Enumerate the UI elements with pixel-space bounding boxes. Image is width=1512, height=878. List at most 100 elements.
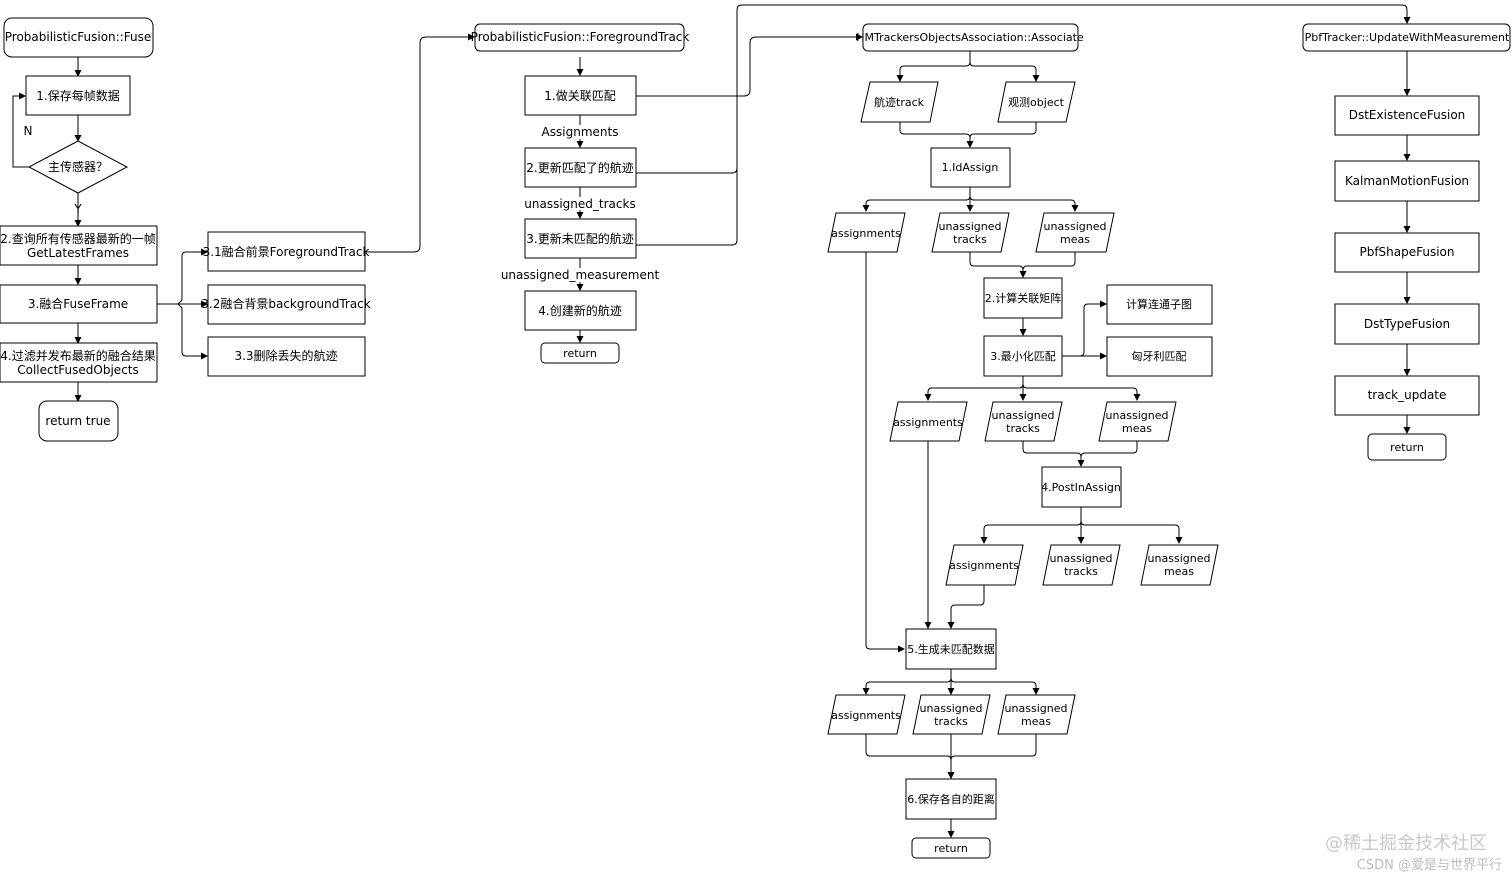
- node-associate-title-label: HMTrackersObjectsAssociation::Associate: [856, 31, 1084, 44]
- node-track-update-label: track_update: [1368, 388, 1447, 402]
- node-foreground: 3.1融合前景ForegroundTrack: [203, 231, 370, 272]
- decision-main-sensor: 主传感器？: [27, 140, 129, 194]
- connectors: [12, 4, 1411, 838]
- io-unassigned-tracks-1-line1: unassigned: [939, 220, 1002, 233]
- io-unassigned-tracks-4-line2: tracks: [934, 715, 968, 728]
- io-unassigned-meas-1-line1: unassigned: [1044, 220, 1107, 233]
- node-kalman-fusion-label: KalmanMotionFusion: [1345, 174, 1469, 188]
- io-assignments-4-label: assignments: [831, 709, 901, 722]
- node-connected-subgraph: 计算连通子图: [1106, 284, 1213, 325]
- io-unassigned-tracks-1-line2: tracks: [953, 233, 987, 246]
- node-calc-matrix: 2.计算关联矩阵: [983, 277, 1063, 319]
- io-unassigned-tracks-4-line1: unassigned: [920, 702, 983, 715]
- io-unassigned-meas-3: unassigned meas: [1140, 544, 1219, 586]
- node-query-frames-line1: 2.查询所有传感器最新的一帧: [0, 231, 155, 246]
- node-minimize: 3.最小化匹配: [983, 335, 1063, 377]
- node-query-frames-line2: GetLatestFrames: [27, 246, 129, 260]
- io-assignments-2-label: assignments: [893, 416, 963, 429]
- io-unassigned-tracks-4: unassigned tracks: [912, 694, 991, 735]
- io-unassigned-meas-2: unassigned meas: [1098, 401, 1177, 442]
- label-n: N: [24, 124, 33, 138]
- node-calc-matrix-label: 2.计算关联矩阵: [985, 291, 1062, 305]
- node-shape-fusion-label: PbfShapeFusion: [1359, 245, 1454, 259]
- node-id-assign-label: 1.IdAssign: [942, 161, 999, 174]
- node-return-true: return true: [38, 400, 119, 442]
- io-assignments-4: assignments: [827, 694, 906, 735]
- io-unassigned-meas-2-line2: meas: [1122, 422, 1152, 435]
- node-pbf-title: PbfTracker::UpdateWithMeasurement: [1302, 23, 1511, 52]
- io-unassigned-meas-3-line1: unassigned: [1148, 552, 1211, 565]
- node-hungarian-label: 匈牙利匹配: [1132, 349, 1187, 363]
- node-fuse-frame-label: 3.融合FuseFrame: [28, 296, 128, 311]
- io-object: 观测object: [997, 81, 1076, 123]
- node-update-unmatched: 3.更新未匹配的航迹: [524, 218, 637, 259]
- node-type-fusion: DstTypeFusion: [1334, 303, 1480, 345]
- node-filter-publish-line1: 4.过滤并发布最新的融合结果: [0, 348, 155, 363]
- io-unassigned-meas-1: unassigned meas: [1035, 212, 1115, 253]
- node-fuse-frame: 3.融合FuseFrame: [0, 284, 158, 324]
- node-post-in-assign: 4.PostInAssign: [1041, 466, 1122, 508]
- watermark-line2: CSDN @爱是与世界平行: [1357, 858, 1502, 873]
- edge-label-unassigned-tracks: unassigned_tracks: [524, 197, 635, 211]
- node-update-matched: 2.更新匹配了的航迹: [524, 147, 637, 188]
- node-track-update: track_update: [1334, 375, 1480, 416]
- node-background: 3.2融合背景backgroundTrack: [201, 284, 371, 325]
- io-assignments-2: assignments: [889, 401, 968, 442]
- io-unassigned-tracks-3-line1: unassigned: [1050, 552, 1113, 565]
- node-foregroundtrack-title: ProbabilisticFusion::ForegroundTrack: [471, 23, 690, 52]
- node-generate-unmatched: 5.生成未匹配数据: [905, 628, 997, 670]
- node-return-true-label: return true: [45, 414, 110, 428]
- node-foreground-label: 3.1融合前景ForegroundTrack: [203, 244, 370, 259]
- label-y: Y: [73, 202, 82, 216]
- io-unassigned-tracks-2: unassigned tracks: [984, 401, 1063, 442]
- node-existence-fusion: DstExistenceFusion: [1334, 95, 1480, 136]
- node-type-fusion-label: DstTypeFusion: [1364, 317, 1450, 331]
- io-object-label: 观测object: [1008, 96, 1065, 109]
- node-query-frames: 2.查询所有传感器最新的一帧 GetLatestFrames: [0, 225, 158, 266]
- node-foregroundtrack-title-label: ProbabilisticFusion::ForegroundTrack: [471, 30, 690, 44]
- node-fuse-label: ProbabilisticFusion::Fuse: [5, 30, 151, 44]
- io-assignments-3-label: assignments: [949, 559, 1019, 572]
- edge-label-assignments: Assignments: [542, 125, 619, 139]
- node-minimize-label: 3.最小化匹配: [990, 349, 1056, 363]
- node-existence-fusion-label: DstExistenceFusion: [1349, 108, 1466, 122]
- io-unassigned-tracks-1: unassigned tracks: [931, 212, 1010, 253]
- node-kalman-fusion: KalmanMotionFusion: [1334, 160, 1480, 202]
- node-background-label: 3.2融合背景backgroundTrack: [201, 296, 371, 311]
- io-unassigned-tracks-3-line2: tracks: [1064, 565, 1098, 578]
- io-unassigned-tracks-2-line2: tracks: [1006, 422, 1040, 435]
- node-update-unmatched-label: 3.更新未匹配的航迹: [526, 231, 633, 246]
- node-save-frame: 1.保存每帧数据: [25, 75, 131, 116]
- watermark-line1: @稀土掘金技术社区: [1325, 833, 1487, 854]
- io-unassigned-tracks-3: unassigned tracks: [1042, 544, 1121, 586]
- node-post-in-assign-label: 4.PostInAssign: [1041, 481, 1121, 494]
- node-hungarian: 匈牙利匹配: [1106, 336, 1213, 377]
- node-shape-fusion: PbfShapeFusion: [1334, 232, 1480, 273]
- node-generate-unmatched-label: 5.生成未匹配数据: [907, 642, 995, 656]
- edge-label-unassigned-measurement: unassigned_measurement: [501, 268, 660, 282]
- node-filter-publish: 4.过滤并发布最新的融合结果 CollectFusedObjects: [0, 342, 158, 383]
- node-create-track: 4.创建新的航迹: [524, 290, 637, 331]
- node-fuse: ProbabilisticFusion::Fuse: [3, 17, 154, 58]
- io-assignments-1: assignments: [827, 212, 906, 253]
- node-return-pbf-label: return: [1390, 441, 1424, 454]
- io-unassigned-meas-2-line1: unassigned: [1106, 409, 1169, 422]
- node-save-frame-label: 1.保存每帧数据: [36, 88, 119, 103]
- io-unassigned-meas-1-line2: meas: [1060, 233, 1090, 246]
- node-return-fg-label: return: [563, 347, 597, 360]
- node-create-track-label: 4.创建新的航迹: [538, 303, 621, 318]
- node-return-assoc: return: [911, 837, 991, 859]
- io-unassigned-meas-4: unassigned meas: [997, 694, 1076, 735]
- node-return-pbf: return: [1367, 433, 1447, 461]
- node-save-distance-label: 6.保存各自的距离: [907, 792, 995, 806]
- node-connected-subgraph-label: 计算连通子图: [1126, 297, 1192, 311]
- node-id-assign: 1.IdAssign: [930, 147, 1011, 188]
- node-associate-title: HMTrackersObjectsAssociation::Associate: [856, 23, 1084, 52]
- node-return-assoc-label: return: [934, 842, 968, 855]
- io-unassigned-tracks-2-line1: unassigned: [992, 409, 1055, 422]
- io-track: 航迹track: [860, 81, 939, 123]
- io-track-label: 航迹track: [874, 95, 925, 109]
- node-association-label: 1.做关联匹配: [544, 88, 615, 103]
- node-update-matched-label: 2.更新匹配了的航迹: [526, 160, 633, 175]
